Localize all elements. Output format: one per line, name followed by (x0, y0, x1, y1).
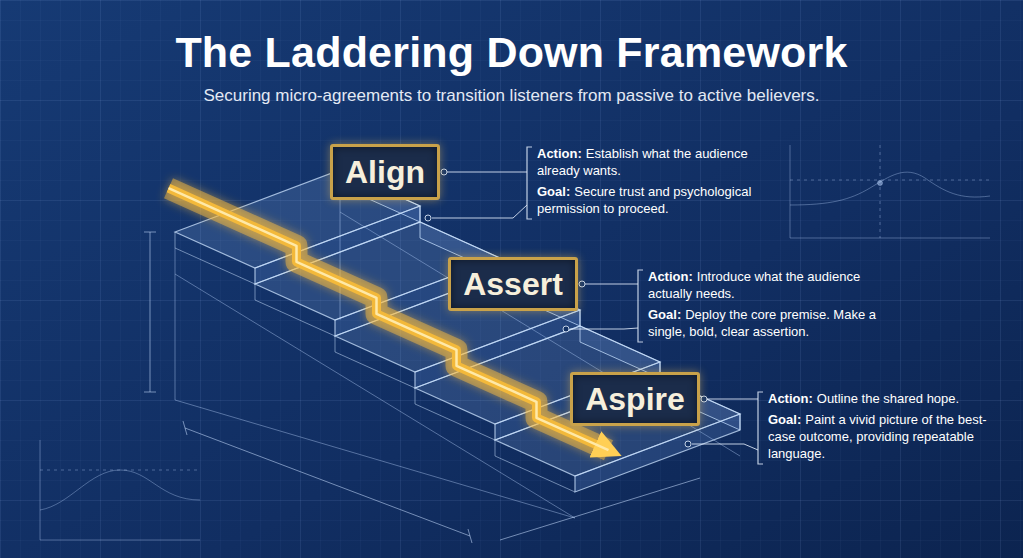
staircase-illustration (144, 170, 740, 543)
arrow-core (169, 188, 609, 450)
leader-lines (425, 147, 763, 464)
stage-name: Align (345, 154, 425, 191)
leader-line (702, 398, 758, 399)
note-key: Goal: (768, 412, 801, 427)
leader-dot (563, 326, 569, 332)
bracket (758, 392, 763, 464)
note-text: Outline the shared hope. (817, 391, 959, 406)
step-edge (335, 336, 415, 388)
leader-line (442, 171, 527, 172)
note-row: Action: Outline the shared hope. (768, 390, 994, 407)
leader-dot (425, 215, 431, 221)
stage-notes: Action:Introduce what the audience actua… (648, 268, 880, 344)
leader-dot (685, 441, 691, 447)
note-row: Goal:Secure trust and psychological perm… (537, 183, 765, 217)
arrow-path (169, 188, 609, 450)
note-row: Action:Introduce what the audience actua… (648, 268, 880, 302)
note-row: Goal:Deploy the core premise. Make a sin… (648, 306, 880, 340)
note-key: Action: (537, 146, 582, 161)
leader-line (580, 283, 638, 284)
stage-name: Aspire (585, 381, 685, 418)
stage-badge: Assert (448, 257, 578, 311)
leader-line (432, 205, 527, 218)
step-edge (255, 284, 335, 336)
step-edge (415, 388, 495, 440)
leader-dot (701, 396, 707, 402)
golden-path-arrow (169, 188, 609, 450)
dimension-line (183, 421, 472, 543)
stage-name: Assert (463, 266, 563, 303)
leader-line (570, 328, 638, 329)
subtitle: Securing micro-agreements to transition … (0, 86, 1023, 106)
note-row: Goal:Paint a vivid picture of the best-c… (768, 411, 994, 462)
sketch-chart (40, 145, 990, 540)
support-line (175, 248, 176, 400)
bracket (527, 147, 532, 219)
step-edge (175, 232, 255, 284)
title: The Laddering Down Framework (0, 28, 1023, 77)
note-key: Goal: (537, 184, 570, 199)
leader-dot (579, 281, 585, 287)
arrow-glow (169, 188, 609, 450)
bracket (638, 270, 643, 342)
step-edge (495, 440, 575, 492)
note-row: Action:Establish what the audience alrea… (537, 145, 765, 179)
dimension-line (144, 232, 156, 392)
note-key: Action: (768, 391, 813, 406)
note-key: Goal: (648, 307, 681, 322)
stage-badge: Align (330, 144, 440, 200)
note-key: Action: (648, 269, 693, 284)
note-text: Deploy the core premise. Make a single, … (648, 307, 876, 339)
stage-notes: Action: Outline the shared hope. Goal:Pain… (768, 390, 994, 466)
leader-line (692, 444, 758, 450)
dimension-line (500, 478, 700, 540)
stage-badge: Aspire (570, 372, 700, 426)
leader-dot (441, 169, 447, 175)
stage-notes: Action:Establish what the audience alrea… (537, 145, 765, 221)
